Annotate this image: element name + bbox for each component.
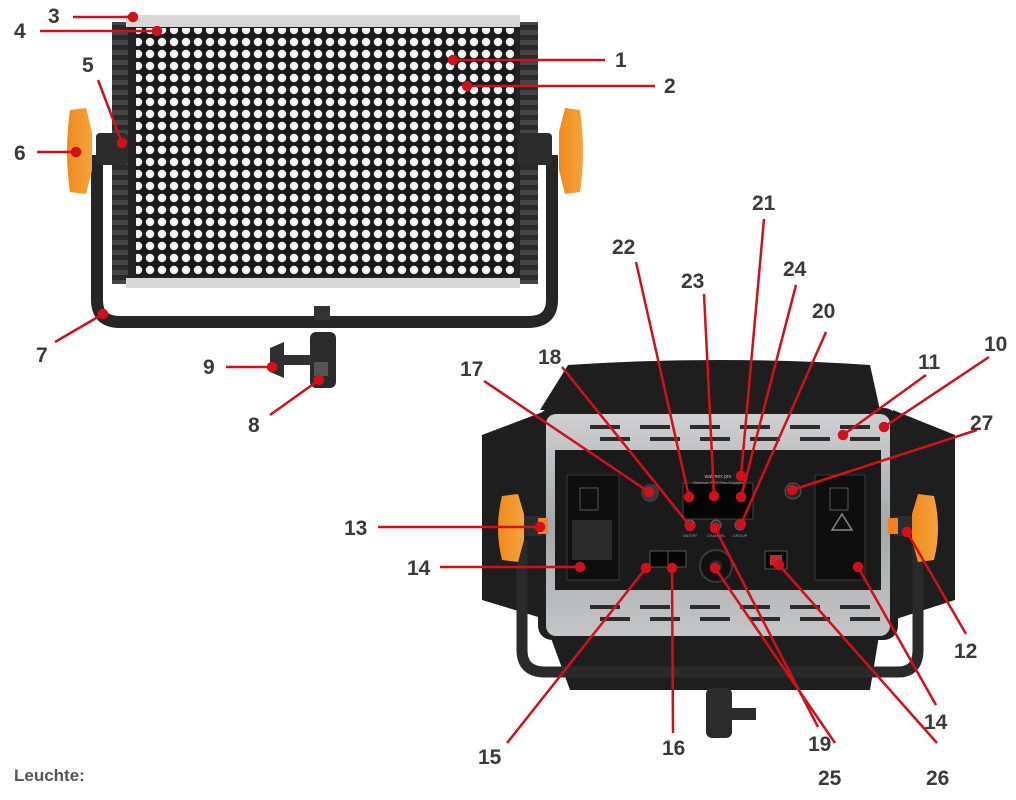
- btn-label-left: ON/OFF: [682, 533, 698, 538]
- left-hinge: [96, 133, 128, 165]
- label-13: 13: [344, 517, 367, 540]
- callout-lines: [37, 11, 990, 744]
- label-25: 25: [818, 767, 842, 790]
- bottom-rail: [126, 278, 520, 288]
- rear-light: walimex pro Rainbow PRO Plus Daylight ON…: [482, 360, 955, 738]
- label-14-left: 14: [407, 557, 431, 580]
- label-1: 1: [615, 49, 627, 72]
- rear-spigot: [706, 688, 732, 738]
- right-hinge: [518, 133, 552, 165]
- label-14-right: 14: [924, 711, 948, 734]
- label-17: 17: [460, 358, 483, 381]
- label-3: 3: [48, 5, 60, 28]
- mount-block: [314, 306, 330, 320]
- label-11: 11: [918, 351, 941, 374]
- btn-label-right: GROUP: [733, 533, 748, 538]
- label-15: 15: [478, 746, 502, 769]
- label-6: 6: [14, 142, 26, 165]
- label-27: 27: [970, 412, 993, 435]
- vent-slots: [590, 425, 880, 621]
- label-12: 12: [954, 640, 977, 663]
- panel-brand: walimex pro: [705, 474, 732, 480]
- led-array: [136, 28, 514, 276]
- label-4: 4: [14, 20, 26, 43]
- label-20: 20: [812, 300, 835, 323]
- label-19: 19: [808, 733, 831, 756]
- label-18: 18: [538, 346, 562, 369]
- callout-numbers: 1 2 3 4 5 6 7 8 9 10 11 12 13 14 14 15 1…: [14, 5, 1007, 790]
- front-yoke: [91, 155, 558, 328]
- barndoor-top: [540, 360, 880, 410]
- rear-knob-right: [912, 494, 938, 562]
- btn-label-mid: CHANNEL: [706, 533, 726, 538]
- label-23: 23: [681, 270, 704, 293]
- label-24: 24: [783, 258, 807, 281]
- right-knob: [559, 108, 583, 194]
- label-21: 21: [752, 192, 776, 215]
- caption: Leuchte:: [14, 766, 85, 785]
- label-22: 22: [612, 236, 635, 259]
- label-5: 5: [82, 54, 94, 77]
- label-7: 7: [36, 344, 48, 367]
- tilt-knob: [270, 342, 284, 378]
- label-8: 8: [248, 414, 260, 437]
- label-2: 2: [664, 75, 676, 98]
- top-rail: [126, 15, 520, 27]
- label-10: 10: [984, 333, 1007, 356]
- panel-model: Rainbow PRO Plus Daylight: [693, 480, 744, 485]
- dmx-port-in[interactable]: [649, 550, 669, 568]
- front-light: [67, 15, 583, 388]
- label-16: 16: [662, 737, 685, 760]
- rear-yoke: [516, 540, 924, 678]
- label-9: 9: [203, 356, 215, 379]
- label-26: 26: [926, 767, 949, 790]
